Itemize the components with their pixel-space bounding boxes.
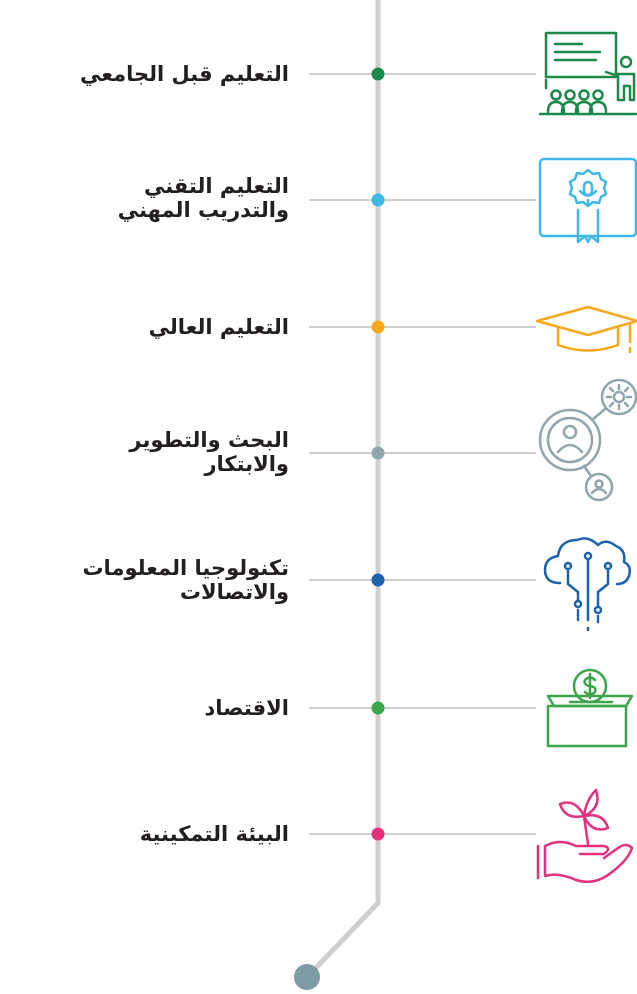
- label-technical-vocational-education: التعليم التقني والتدريب المهني: [4, 174, 289, 222]
- label-line: التعليم قبل الجامعي: [79, 62, 289, 86]
- label-line: التعليم التقني: [143, 174, 289, 198]
- label-line: التعليم العالي: [148, 315, 289, 339]
- label-enabling-environment: البيئة التمكينية: [4, 822, 289, 846]
- label-economy: الاقتصاد: [4, 696, 289, 720]
- label-line: والاتصالات: [179, 580, 289, 604]
- label-line: تكنولوجيا المعلومات: [82, 556, 289, 580]
- label-research-development-innovation: البحث والتطوير والابتكار: [4, 428, 289, 476]
- classroom-teacher-icon: [538, 31, 637, 116]
- timeline-end-node: [294, 964, 320, 990]
- timeline-spine: [307, 0, 381, 977]
- timeline-dot-6: [371, 701, 385, 715]
- label-line: البحث والتطوير: [129, 428, 289, 452]
- label-line: والتدريب المهني: [117, 198, 289, 222]
- timeline-dot-5: [371, 573, 385, 587]
- certificate-microphone-icon: [538, 157, 637, 244]
- timeline-dot-7: [371, 827, 385, 841]
- research-network-icon: [538, 378, 637, 502]
- hand-plant-icon: [536, 788, 634, 883]
- label-line: والابتكار: [204, 452, 289, 476]
- label-line: الاقتصاد: [204, 696, 289, 720]
- timeline-dot-4: [371, 446, 385, 460]
- label-line: البيئة التمكينية: [139, 822, 289, 846]
- timeline-dot-1: [371, 67, 385, 81]
- donation-box-dollar-icon: [546, 668, 634, 748]
- cloud-circuit-icon: [543, 537, 632, 632]
- label-pre-university-education: التعليم قبل الجامعي: [4, 62, 289, 86]
- timeline-dot-2: [371, 193, 385, 207]
- label-higher-education: التعليم العالي: [4, 315, 289, 339]
- timeline-dot-3: [371, 320, 385, 334]
- graduation-cap-icon: [535, 305, 637, 354]
- label-ict: تكنولوجيا المعلومات والاتصالات: [4, 556, 289, 604]
